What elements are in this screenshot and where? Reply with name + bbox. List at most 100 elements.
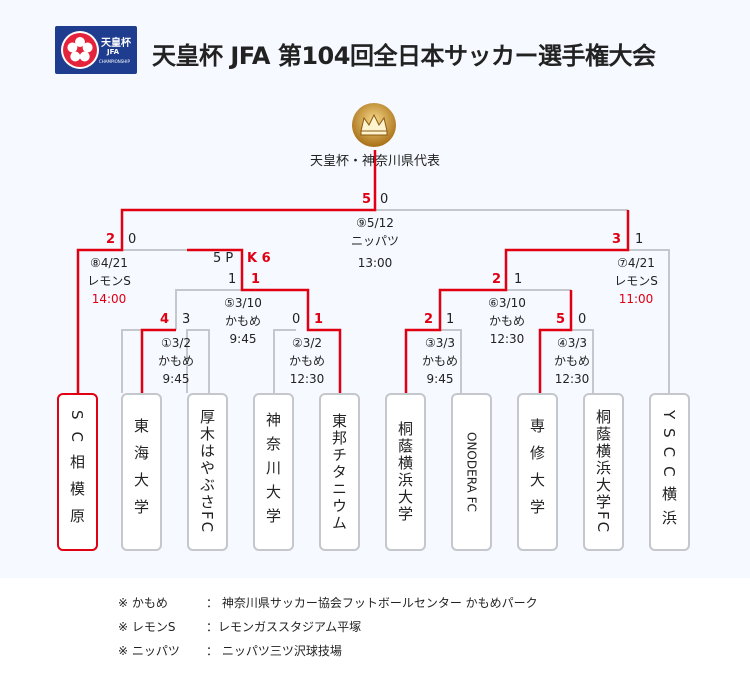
match-info: ⑨5/12 ニッパツ 13:00 <box>340 214 410 272</box>
score: 0 <box>128 232 137 247</box>
match-date: ⑤3/10 <box>224 296 262 310</box>
match-info: ⑧4/21 レモンS 14:00 <box>80 254 138 308</box>
champion-label: 天皇杯・神奈川県代表 <box>309 154 440 169</box>
match-info: ③3/3 かもめ 9:45 <box>411 334 469 388</box>
match-time: 12:30 <box>289 372 325 386</box>
note-value: ：レモンガススタジアム平塚 <box>206 620 362 634</box>
match-time: 14:00 <box>91 292 127 306</box>
team-box: 専修大学 <box>517 393 558 551</box>
match-time: 9:45 <box>426 372 454 386</box>
team-box: ONODERA FC <box>451 393 492 551</box>
score: 1 <box>514 272 523 287</box>
team-box: 桐蔭横浜大学 <box>385 393 426 551</box>
bracket-line <box>121 329 142 393</box>
pk-score: K 6 <box>247 251 271 266</box>
team-name: 東邦チタニウム <box>330 412 348 532</box>
score: 2 <box>106 232 116 247</box>
score: 1 <box>228 272 237 287</box>
emblem-text: CHAMPIONSHIP <box>99 59 130 64</box>
match-venue: かもめ <box>288 354 325 368</box>
team-box: SC相模原 <box>57 393 98 551</box>
score: 2 <box>492 272 502 287</box>
team-name: 東海大学 <box>132 418 150 526</box>
team-name: 桐蔭横浜大学FC <box>594 409 612 535</box>
team-name: 厚木はやぶさFC <box>198 409 216 535</box>
match-time: 11:00 <box>618 292 654 306</box>
match-date: ④3/3 <box>556 336 588 350</box>
note-key: ※ レモンS <box>118 620 176 634</box>
score: 3 <box>612 232 622 247</box>
bracket-line-win <box>76 150 377 393</box>
match-date: ⑥3/10 <box>488 296 526 310</box>
team-name: ONODERA FC <box>464 432 479 512</box>
score: 5 <box>362 192 372 207</box>
emblem-text: 天皇杯 <box>101 38 131 49</box>
match-time: 9:45 <box>229 332 257 346</box>
match-date: ③3/3 <box>424 336 456 350</box>
match-info: ②3/2 かもめ 12:30 <box>278 334 336 388</box>
team-box: 神奈川大学 <box>253 393 294 551</box>
score: 1 <box>251 272 261 287</box>
match-date: ⑦4/21 <box>617 256 655 270</box>
team-name: 桐蔭横浜大学 <box>396 421 414 523</box>
bracket-line <box>571 329 594 393</box>
score: 5 <box>556 312 566 327</box>
match-date: ②3/2 <box>291 336 323 350</box>
trophy-icon <box>350 101 398 149</box>
note-key: ※ かもめ <box>118 596 168 610</box>
bracket-line <box>628 249 670 393</box>
page-title: 天皇杯 JFA 第104回全日本サッカー選手権大会 <box>152 42 656 70</box>
match-venue: ニッパツ <box>350 234 399 248</box>
match-time: 12:30 <box>489 332 525 346</box>
score: 1 <box>314 312 324 327</box>
team-name: SC相模原 <box>68 409 86 535</box>
match-venue: かもめ <box>157 354 194 368</box>
match-venue: レモンS <box>87 274 131 288</box>
score: 3 <box>182 312 191 327</box>
note-row: ※ かもめ ： 神奈川県サッカー協会フットボールセンター かもめパーク <box>118 594 538 611</box>
match-venue: かもめ <box>421 354 458 368</box>
score: 2 <box>424 312 434 327</box>
emblem-text: JFA <box>107 48 120 56</box>
score: 4 <box>160 312 170 327</box>
note-key: ※ ニッパツ <box>118 644 180 658</box>
bracket-lines <box>76 150 670 393</box>
score: 0 <box>578 312 587 327</box>
team-box: 厚木はやぶさFC <box>187 393 228 551</box>
match-info: ①3/2 かもめ 9:45 <box>147 334 205 388</box>
match-venue: かもめ <box>488 314 525 328</box>
match-venue: かもめ <box>224 314 261 328</box>
bracket-line-win <box>404 210 630 393</box>
team-box: 東邦チタニウム <box>319 393 360 551</box>
score: 1 <box>635 232 644 247</box>
match-venue: かもめ <box>553 354 590 368</box>
bracket-line <box>175 289 242 330</box>
match-info: ⑦4/21 レモンS 11:00 <box>607 254 665 308</box>
emblem-flower-icon <box>61 31 99 69</box>
team-name: YSCC横浜 <box>660 410 678 534</box>
emperors-cup-emblem: 天皇杯 JFA CHAMPIONSHIP <box>55 26 137 74</box>
bracket-line-win <box>538 290 573 393</box>
team-box: 東海大学 <box>121 393 162 551</box>
pk-score: 5 P <box>213 251 234 266</box>
match-date: ①3/2 <box>160 336 192 350</box>
team-name: 神奈川大学 <box>264 412 282 532</box>
team-box: 桐蔭横浜大学FC <box>583 393 624 551</box>
score: 0 <box>380 192 389 207</box>
match-time: 9:45 <box>162 372 190 386</box>
bracket-line <box>440 329 462 393</box>
bracket-line-win <box>140 328 176 393</box>
bracket-line <box>186 329 210 393</box>
note-value: ： 神奈川県サッカー協会フットボールセンター かもめパーク <box>206 596 538 610</box>
team-name: 専修大学 <box>528 418 546 526</box>
header: 天皇杯 JFA CHAMPIONSHIP 天皇杯 JFA 第104回全日本サッカ… <box>0 0 750 100</box>
match-time: 13:00 <box>357 256 393 270</box>
team-box: YSCC横浜 <box>649 393 690 551</box>
match-date: ⑧4/21 <box>90 256 128 270</box>
match-info: ⑥3/10 かもめ 12:30 <box>476 294 538 348</box>
score: 0 <box>292 312 301 327</box>
score: 1 <box>446 312 455 327</box>
note-row: ※ レモンS ：レモンガススタジアム平塚 <box>118 618 361 635</box>
match-date: ⑨5/12 <box>356 216 394 230</box>
match-venue: レモンS <box>614 274 658 288</box>
